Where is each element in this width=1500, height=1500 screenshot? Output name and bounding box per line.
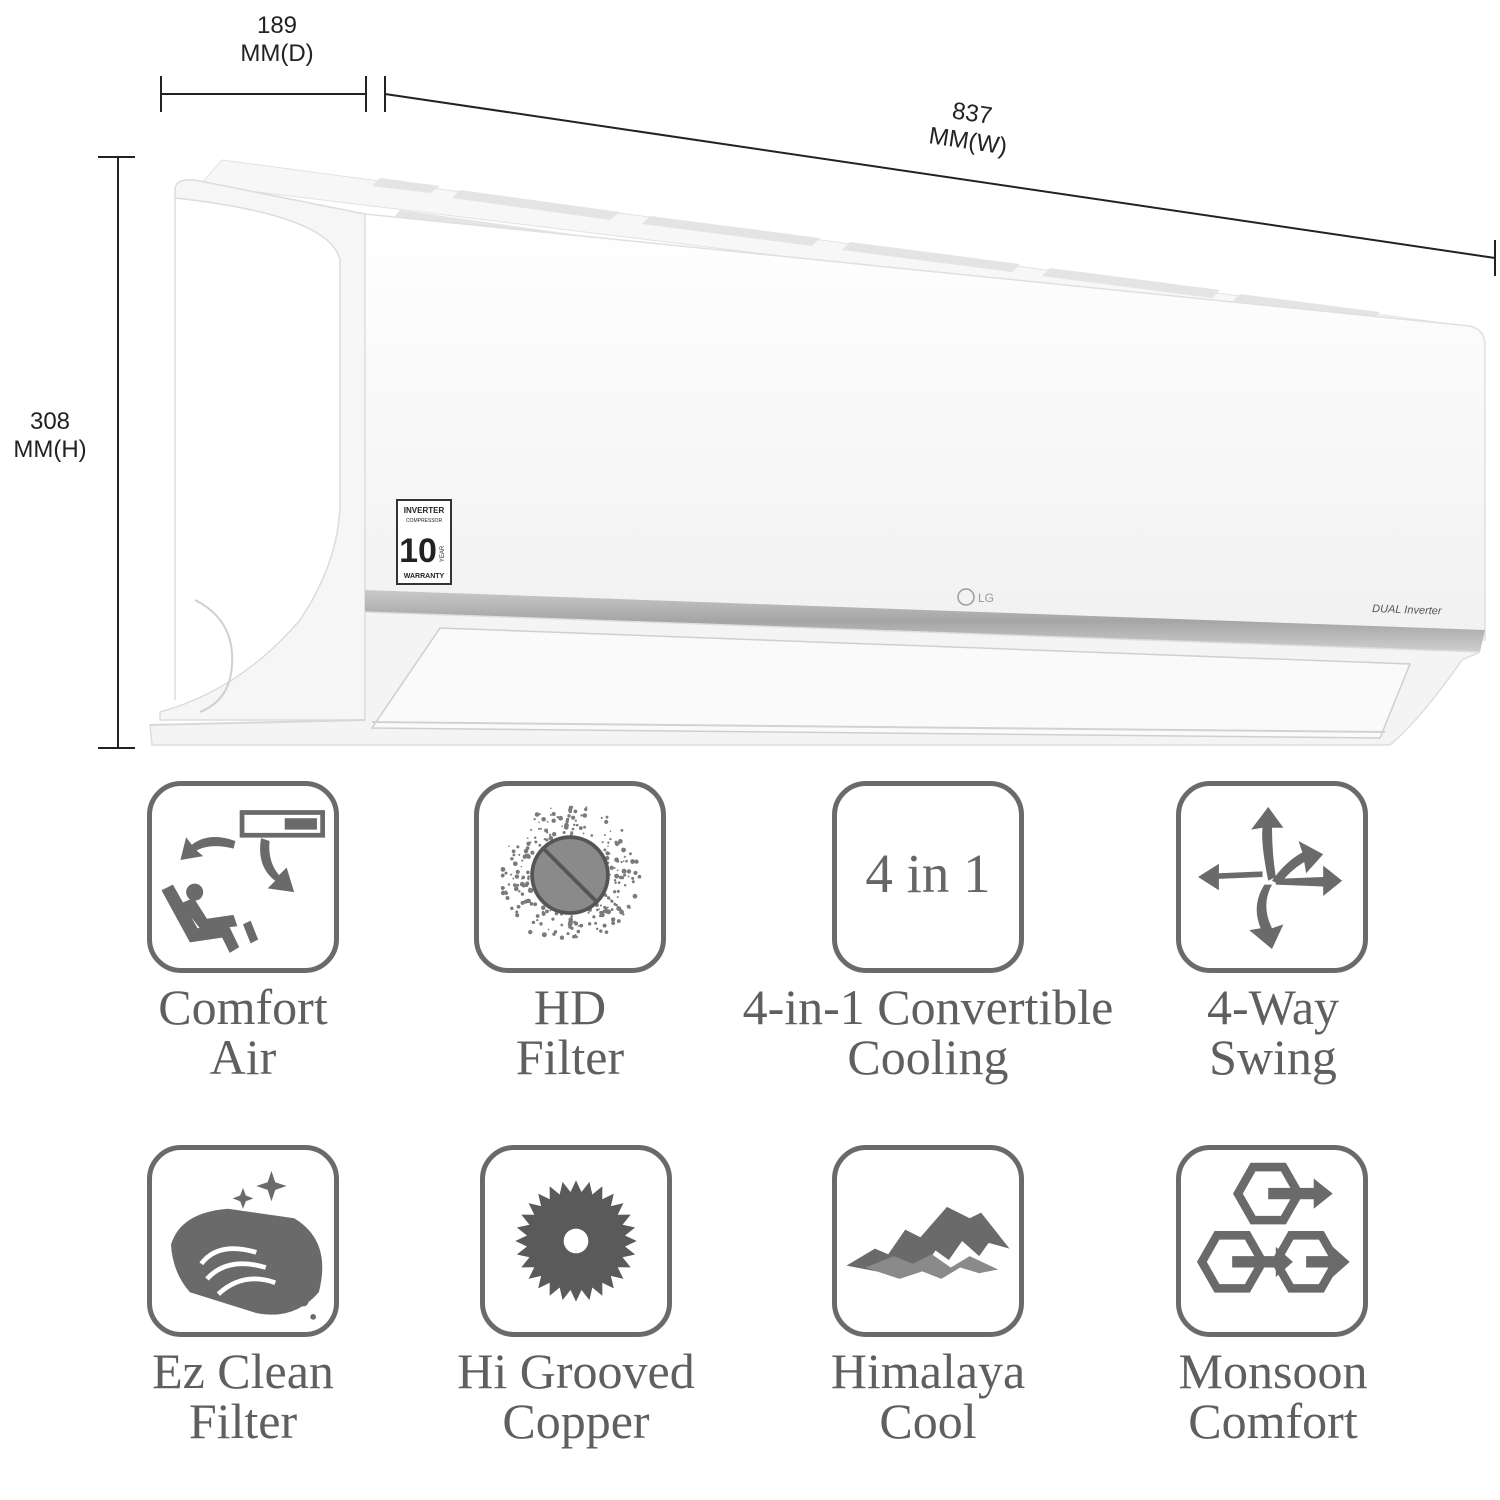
four-in-one-icon: 4 in 1 (865, 843, 990, 904)
hd-filter-tile (474, 781, 666, 973)
warranty-badge-line3: WARRANTY (404, 573, 445, 580)
monsoon-comfort-icon (1196, 1162, 1350, 1293)
four-way-swing-tile (1176, 781, 1368, 973)
warranty-badge-year-word: YEAR (440, 545, 446, 562)
ac-indoor-unit: INVERTER COMPRESSOR 10 YEAR WARRANTY LG … (149, 159, 1486, 746)
comfort-air-icon (161, 810, 325, 953)
hi-grooved-copper-tile (480, 1145, 672, 1337)
hi-grooved-copper-icon (515, 1180, 637, 1302)
four-in-one-icon-text: 4 in 1 (865, 843, 990, 904)
ac-unit-drawing: INVERTER COMPRESSOR 10 YEAR WARRANTY LG … (98, 76, 1496, 749)
monsoon-comfort-tile (1176, 1145, 1368, 1337)
depth-dimension-label: 189 MM(D) (240, 12, 314, 67)
height-dimension-label: 308 MM(H) (13, 408, 87, 463)
warranty-badge-years: 10 (399, 532, 437, 570)
height-dimension-line (98, 156, 135, 749)
ez-clean-filter-tile (147, 1145, 339, 1337)
himalaya-cool-icon (846, 1206, 1010, 1279)
warranty-badge-line2: COMPRESSOR (406, 518, 443, 524)
hd-filter-icon (500, 805, 642, 940)
four-in-one-tile: 4 in 1 (832, 781, 1024, 973)
warranty-badge-line1: INVERTER (404, 506, 445, 515)
lg-logo: LG (957, 588, 994, 606)
depth-dimension-line (160, 76, 367, 112)
four-way-swing-icon (1198, 806, 1343, 950)
himalaya-cool-tile (832, 1145, 1024, 1337)
dual-inverter-label: DUAL Inverter (1372, 603, 1443, 617)
svg-text:LG: LG (978, 591, 994, 605)
product-illustration: INVERTER COMPRESSOR 10 YEAR WARRANTY LG … (13, 12, 1496, 749)
ez-clean-filter-icon (170, 1170, 323, 1320)
width-dimension-line (384, 76, 1496, 276)
comfort-air-tile (147, 781, 339, 973)
warranty-badge: INVERTER COMPRESSOR 10 YEAR WARRANTY (396, 499, 452, 585)
